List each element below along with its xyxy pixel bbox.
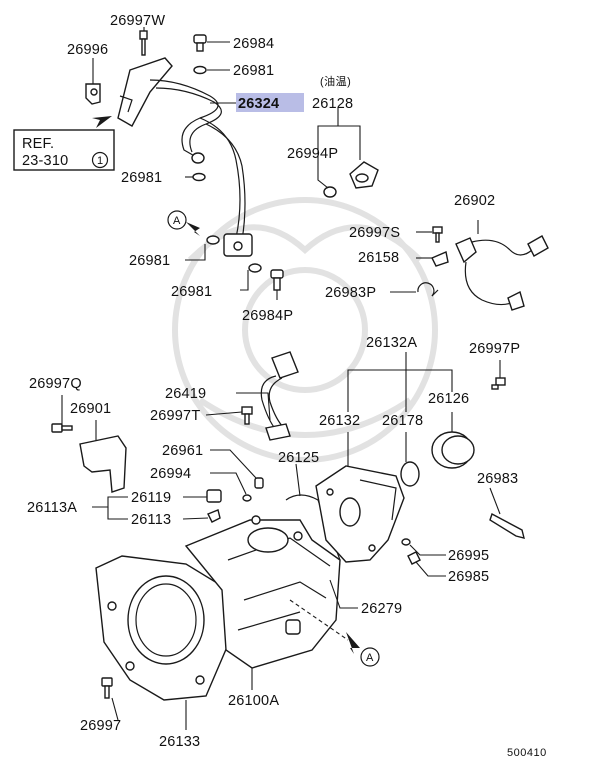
label-26997p: 26997P [469, 341, 520, 357]
washer-26981-left[interactable] [192, 172, 206, 182]
bolt-26997[interactable] [101, 677, 113, 699]
svg-text:A: A [366, 652, 374, 664]
label-26113a: 26113A [27, 500, 77, 516]
bolt-26997s[interactable] [432, 226, 443, 243]
bolt-26997t[interactable] [241, 406, 253, 425]
bolt-26997w[interactable] [139, 30, 148, 56]
label-26985: 26985 [448, 569, 489, 585]
label-26996: 26996 [67, 42, 108, 58]
label-26981-c: 26981 [129, 253, 170, 269]
dust-cover-26126[interactable] [431, 431, 475, 469]
label-26983: 26983 [477, 471, 518, 487]
washer-26981-d[interactable] [248, 263, 262, 273]
label-26997w: 26997W [110, 13, 165, 29]
bolt-26984[interactable] [193, 34, 207, 52]
label-26997: 26997 [80, 718, 121, 734]
label-26902: 26902 [454, 193, 495, 209]
label-26984: 26984 [233, 36, 274, 52]
label-26981-b: 26981 [121, 170, 162, 186]
clamp-26983p[interactable] [417, 282, 439, 297]
label-26997t: 26997T [150, 408, 200, 424]
view-a-marker-bottom: A [289, 599, 380, 667]
label-26128: 26128 [312, 96, 353, 112]
plug-26961[interactable] [254, 477, 264, 489]
label-26119: 26119 [131, 490, 171, 506]
label-26158: 26158 [358, 250, 399, 266]
label-26125: 26125 [278, 450, 319, 466]
part-26119[interactable] [206, 489, 222, 503]
label-26997q: 26997Q [29, 376, 82, 392]
bolt-26997q[interactable] [51, 423, 73, 433]
washer-26981-c[interactable] [206, 235, 220, 245]
ref-line2: 23-310 [22, 153, 68, 169]
label-26133: 26133 [159, 734, 200, 750]
washer-26995[interactable] [401, 538, 411, 546]
bracket-26901[interactable] [79, 435, 127, 493]
label-26981-d: 26981 [171, 284, 212, 300]
label-26126: 26126 [428, 391, 469, 407]
ref-line1: REF. [22, 136, 54, 152]
ref-arrow-icon [92, 116, 112, 128]
label-26100a: 26100A [228, 693, 279, 709]
label-26997s: 26997S [349, 225, 400, 241]
leader-lines [61, 27, 501, 730]
label-26983p: 26983P [325, 285, 376, 301]
label-26279: 26279 [361, 601, 402, 617]
label-26901: 26901 [70, 401, 111, 417]
label-26132: 26132 [319, 413, 360, 429]
label-26981-a: 26981 [233, 63, 274, 79]
transmission-case-26100a[interactable] [95, 515, 341, 701]
part-labels: 26997W 26984 26996 26981 (油温) 26324 2612… [27, 13, 547, 759]
label-26132a: 26132A [366, 335, 417, 351]
label-26324: 26324 [238, 96, 279, 112]
washer-26981-top[interactable] [193, 65, 207, 75]
label-26984p: 26984P [242, 308, 293, 324]
label-26961: 26961 [162, 443, 203, 459]
sensor-harness-26902[interactable] [455, 235, 549, 311]
ref-circle-number: 1 [97, 155, 104, 167]
harness-26324[interactable] [117, 57, 253, 257]
bolt-26985[interactable] [407, 551, 421, 565]
clamp-26983[interactable] [489, 512, 525, 539]
bolt-26113[interactable] [207, 509, 221, 523]
harness-26419[interactable] [260, 351, 299, 441]
highlight-box [236, 93, 304, 112]
drawing-number: 500410 [507, 747, 547, 759]
oil-temp-note: (油温) [320, 74, 351, 88]
sensor-26128[interactable] [349, 161, 379, 189]
label-26178: 26178 [382, 413, 423, 429]
clip-26996[interactable] [85, 83, 101, 105]
clip-26158[interactable] [431, 251, 449, 267]
label-26994p: 26994P [287, 146, 338, 162]
label-26994: 26994 [150, 466, 191, 482]
label-26113: 26113 [131, 512, 171, 528]
ref-box[interactable]: REF. 23-310 1 [13, 129, 115, 171]
svg-text:A: A [173, 215, 181, 227]
bolt-26997p[interactable] [491, 377, 506, 390]
label-26995: 26995 [448, 548, 489, 564]
seal-26178[interactable] [400, 461, 420, 487]
extension-housing-26132[interactable] [315, 465, 405, 563]
view-a-marker-top: A [167, 210, 200, 236]
label-26419: 26419 [165, 386, 206, 402]
oring-26994[interactable] [242, 494, 252, 502]
oring-26994p[interactable] [323, 186, 337, 198]
watermark-emblem [172, 197, 438, 463]
